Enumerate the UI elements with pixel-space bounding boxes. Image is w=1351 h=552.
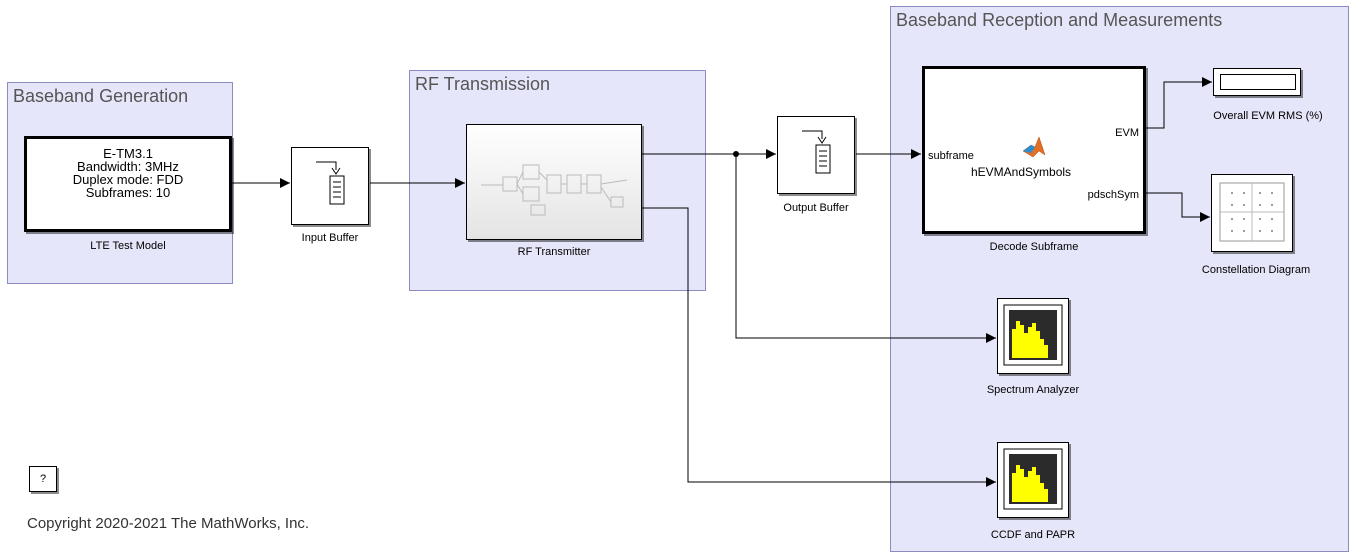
wire-branch-spectrum [735, 154, 996, 343]
decode-subframe-block[interactable]: subframe EVM pdschSym hEVMAndSymbols [922, 66, 1146, 234]
rf-transmitter-block[interactable] [466, 124, 642, 240]
area-title: Baseband Reception and Measurements [896, 10, 1223, 30]
ccdf-papr-block[interactable] [997, 442, 1069, 518]
lte-param-line: Duplex mode: FDD [72, 172, 184, 187]
output-buffer-block[interactable] [777, 116, 855, 194]
rf-transmitter-label: RF Transmitter [517, 246, 591, 258]
output-buffer-label: Output Buffer [783, 202, 849, 214]
area-title: Baseband Generation [13, 86, 189, 106]
display-screen [1220, 74, 1296, 90]
function-name: hEVMAndSymbols [971, 165, 1072, 179]
evm-display-label: Overall EVM RMS (%) [1213, 110, 1323, 122]
copyright-text: Copyright 2020-2021 The MathWorks, Inc. [27, 515, 310, 532]
area-title: RF Transmission [415, 74, 551, 94]
input-port-subframe: subframe [928, 150, 974, 162]
lte-test-model-label: LTE Test Model [90, 240, 166, 252]
scope-icon [1003, 448, 1063, 510]
buffer-icon [802, 130, 831, 174]
lte-parameters: E-TM3.1 Bandwidth: 3MHz Duplex mode: FDD… [27, 147, 229, 199]
branch-point [733, 151, 739, 157]
lte-param-line: E-TM3.1 [103, 146, 153, 161]
output-port-evm: EVM [1115, 127, 1139, 139]
output-port-pdschsym: pdschSym [1087, 189, 1139, 201]
scope-icon [1003, 304, 1063, 366]
rf-subsystem-icon [481, 164, 628, 216]
lte-param-line: Subframes: 10 [85, 185, 171, 200]
help-button[interactable]: ? [29, 466, 57, 492]
ccdf-papr-label: CCDF and PAPR [990, 529, 1076, 541]
lte-test-model-block[interactable]: E-TM3.1 Bandwidth: 3MHz Duplex mode: FDD… [24, 136, 232, 232]
lte-param-line: Bandwidth: 3MHz [77, 159, 179, 174]
matlab-logo-icon [1022, 136, 1046, 158]
wire-pdschsym-to-constellation [1146, 192, 1210, 222]
wire-evm-to-display [1146, 77, 1212, 129]
wire-rf-to-ccdf [642, 207, 996, 487]
buffer-icon [316, 161, 345, 205]
constellation-icon [1219, 182, 1285, 242]
spectrum-analyzer-label: Spectrum Analyzer [986, 384, 1080, 396]
evm-display-block[interactable] [1213, 68, 1301, 96]
constellation-diagram-label: Constellation Diagram [1201, 264, 1311, 276]
constellation-diagram-block[interactable] [1211, 174, 1293, 252]
decode-subframe-label: Decode Subframe [989, 241, 1079, 253]
input-buffer-block[interactable] [291, 147, 369, 225]
spectrum-analyzer-block[interactable] [997, 298, 1069, 374]
input-buffer-label: Input Buffer [301, 232, 359, 244]
